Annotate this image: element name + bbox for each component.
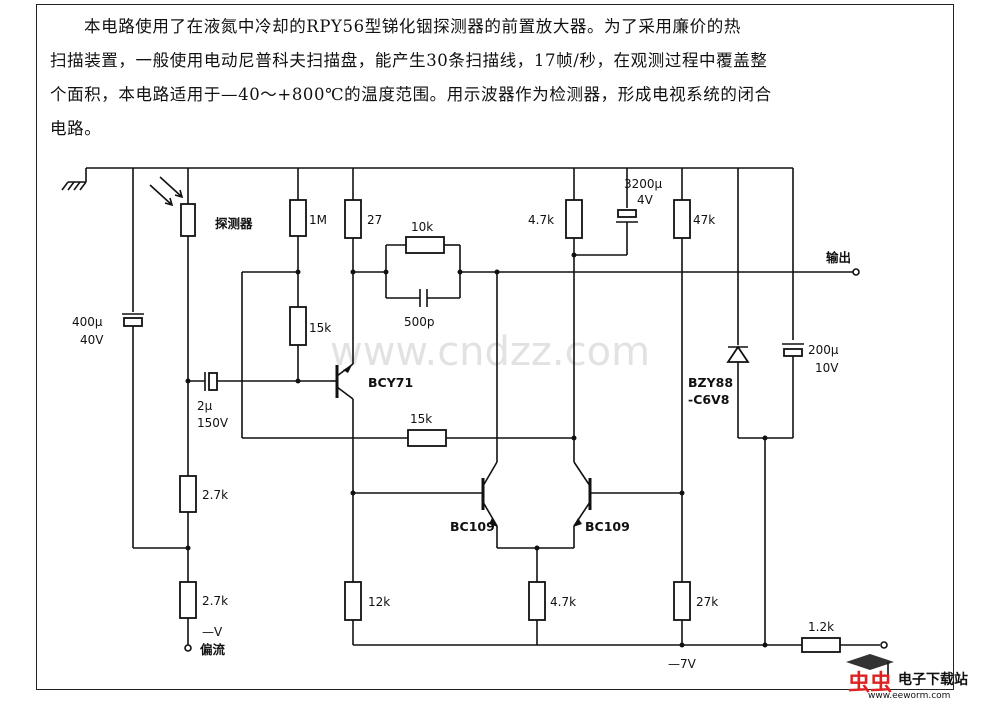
label-10k: 10k (411, 220, 433, 234)
ground-symbol (61, 181, 87, 191)
capacitor-400u (122, 313, 144, 327)
junction (679, 642, 685, 648)
description-line: 个面积，本电路适用于—40～+800℃的温度范围。用示波器作为检测器，形成电视系… (50, 85, 772, 104)
label-27: 27 (367, 213, 382, 227)
label-4v: 4V (637, 193, 654, 207)
label-zener-code: -C6V8 (688, 392, 729, 407)
description-text: 本电路使用了在液氮中冷却的RPY56型锑化铟探测器的前置放大器。为了采用廉价的热… (50, 10, 940, 146)
resistor-2k7 (179, 475, 197, 513)
label-1m: 1M (309, 213, 327, 227)
supply-terminal (880, 641, 888, 649)
resistor-27k (673, 581, 691, 621)
resistor-15k-feedback (407, 429, 447, 447)
resistor-10k (405, 236, 445, 254)
capacitor-2u (204, 372, 218, 391)
label-3200u: 3200μ (624, 177, 663, 191)
junction (185, 545, 191, 551)
label-40v: 40V (80, 333, 104, 347)
label-15k: 15k (309, 321, 331, 335)
transistor-bc109-left (353, 461, 498, 527)
junction (295, 378, 301, 384)
resistor-4k7 (565, 199, 583, 239)
label-bc109: BC109 (450, 519, 495, 534)
label-200u: 200μ (808, 343, 839, 357)
label-500p: 500p (404, 315, 435, 329)
label-27k: 27k (696, 595, 718, 609)
light-arrows-icon (149, 176, 184, 207)
logo-url: www.eeworm.com (868, 691, 950, 701)
description-line: 本电路使用了在液氮中冷却的RPY56型锑化铟探测器的前置放大器。为了采用廉价的热 (84, 17, 741, 36)
capacitor-3200u (616, 209, 638, 223)
zener-diode (726, 345, 750, 363)
output-terminal (852, 268, 860, 276)
detector (180, 203, 196, 237)
label-400u: 400μ (72, 315, 103, 329)
label-zener: BZY88 (688, 375, 733, 390)
resistor-1k2 (801, 637, 841, 653)
site-logo: 虫虫 电子下载站 www.eeworm.com (846, 654, 968, 701)
label-4k7: 4.7k (528, 213, 554, 227)
label-bias: 偏流 (200, 642, 226, 657)
resistor-4k7 (528, 581, 546, 621)
label-47k: 47k (693, 213, 715, 227)
resistor-1m (289, 199, 307, 237)
label-2u: 2μ (197, 399, 213, 413)
label-1k2: 1.2k (808, 620, 834, 634)
label-2k7: 2.7k (202, 594, 228, 608)
resistor-12k (344, 581, 362, 621)
description-line: 电路。 (50, 119, 102, 138)
resistor-27 (344, 199, 362, 239)
label-neg-v: —V (202, 625, 223, 639)
logo-site-name: 电子下载站 (898, 671, 968, 688)
transistor-bcy71 (330, 363, 354, 400)
label-150v: 150V (197, 416, 229, 430)
description-line: 扫描装置，一般使用电动尼普科夫扫描盘，能产生30条扫描线，17帧/秒，在观测过程… (50, 51, 768, 70)
resistor-15k (289, 306, 307, 346)
label-bcy71: BCY71 (368, 375, 413, 390)
resistor-2k7 (179, 581, 197, 619)
bias-terminal (184, 644, 192, 652)
label-bc109: BC109 (585, 519, 630, 534)
capacitor-200u (782, 343, 804, 357)
label-15k: 15k (410, 412, 432, 426)
transistor-bc109-right (573, 461, 682, 527)
label-output: 输出 (826, 250, 851, 265)
figure-frame (36, 4, 954, 690)
label-detector: 探测器 (215, 216, 253, 231)
label-neg-7v: —7V (668, 657, 697, 671)
label-2k7: 2.7k (202, 488, 228, 502)
watermark: www.cndzz.com (330, 329, 650, 375)
label-10v: 10V (815, 361, 839, 375)
capacitor-500p (419, 289, 428, 307)
label-4k7: 4.7k (550, 595, 576, 609)
label-12k: 12k (368, 595, 390, 609)
logo-brand: 虫虫 (848, 670, 892, 696)
resistor-47k (673, 199, 691, 239)
